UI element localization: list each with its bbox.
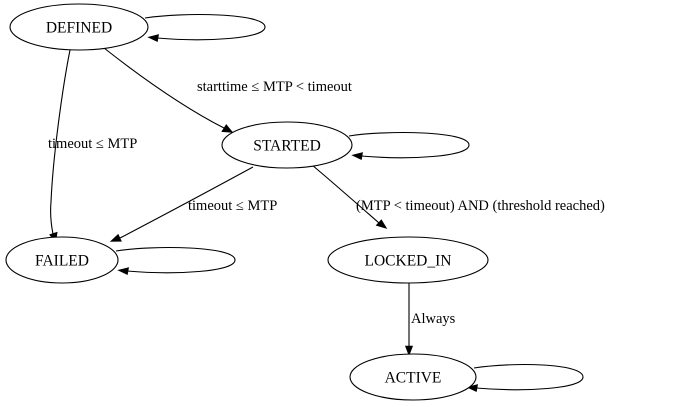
node-locked-in-label: LOCKED_IN	[365, 253, 452, 270]
edge-active-self-loop-path	[473, 364, 584, 391]
edge-started-self-loop-arrowhead	[351, 152, 363, 160]
edge-label-defined-to-failed: timeout ≤ MTP	[48, 136, 137, 152]
node-failed-ellipse	[5, 236, 119, 284]
edge-started-to-failed[interactable]	[109, 166, 254, 242]
edge-started-to-locked-in-path	[311, 164, 380, 224]
edge-defined-self-loop[interactable]	[144, 14, 266, 42]
edge-failed-self-loop-path	[115, 247, 236, 274]
edge-started-self-loop-path	[348, 132, 470, 159]
edge-label-started-to-locked-in: (MTP < timeout) AND (threshold reached)	[356, 198, 605, 214]
edge-active-self-loop[interactable]	[466, 364, 584, 392]
edge-defined-to-started-path	[103, 47, 225, 129]
edge-label-started-to-failed: timeout ≤ MTP	[188, 198, 277, 214]
node-active[interactable]: ACTIVE	[349, 353, 477, 401]
node-defined-label: DEFINED	[46, 20, 112, 37]
node-failed-label: FAILED	[35, 253, 89, 270]
edge-active-self-loop-arrowhead	[466, 384, 478, 392]
edge-label-group: starttime ≤ MTP < timeout timeout ≤ MTP …	[48, 79, 605, 327]
node-failed[interactable]: FAILED	[5, 236, 119, 284]
edge-label-locked-in-to-active: Always	[411, 311, 456, 327]
edge-defined-self-loop-path	[144, 14, 266, 41]
edge-failed-self-loop[interactable]	[115, 247, 236, 275]
edge-locked-in-to-active-arrowhead	[404, 345, 414, 357]
edge-started-to-failed-path	[119, 166, 254, 239]
node-started[interactable]: STARTED	[221, 121, 353, 169]
edge-failed-self-loop-arrowhead	[117, 267, 129, 275]
edge-locked-in-to-active[interactable]	[404, 283, 414, 357]
node-active-label: ACTIVE	[385, 370, 442, 387]
node-defined-ellipse	[9, 3, 149, 51]
edge-started-to-locked-in-arrowhead	[375, 219, 388, 229]
node-locked-in[interactable]: LOCKED_IN	[327, 236, 489, 284]
edge-label-defined-to-started: starttime ≤ MTP < timeout	[197, 79, 352, 95]
node-defined[interactable]: DEFINED	[9, 3, 149, 51]
edge-defined-to-started-arrowhead	[221, 124, 234, 133]
node-group: DEFINED STARTED FAILED LOCKED_IN ACTIVE	[5, 3, 489, 401]
edge-started-to-locked-in[interactable]	[311, 164, 388, 229]
edge-started-self-loop[interactable]	[348, 132, 470, 160]
node-locked-in-ellipse	[327, 236, 489, 284]
node-active-ellipse	[349, 353, 477, 401]
node-started-label: STARTED	[253, 138, 321, 155]
edge-started-to-failed-arrowhead	[109, 233, 122, 242]
edge-defined-self-loop-arrowhead	[147, 34, 159, 42]
edge-defined-to-started[interactable]	[103, 47, 234, 133]
node-started-ellipse	[221, 121, 353, 169]
edge-group	[49, 14, 584, 392]
edge-defined-to-failed-path	[50, 49, 71, 235]
